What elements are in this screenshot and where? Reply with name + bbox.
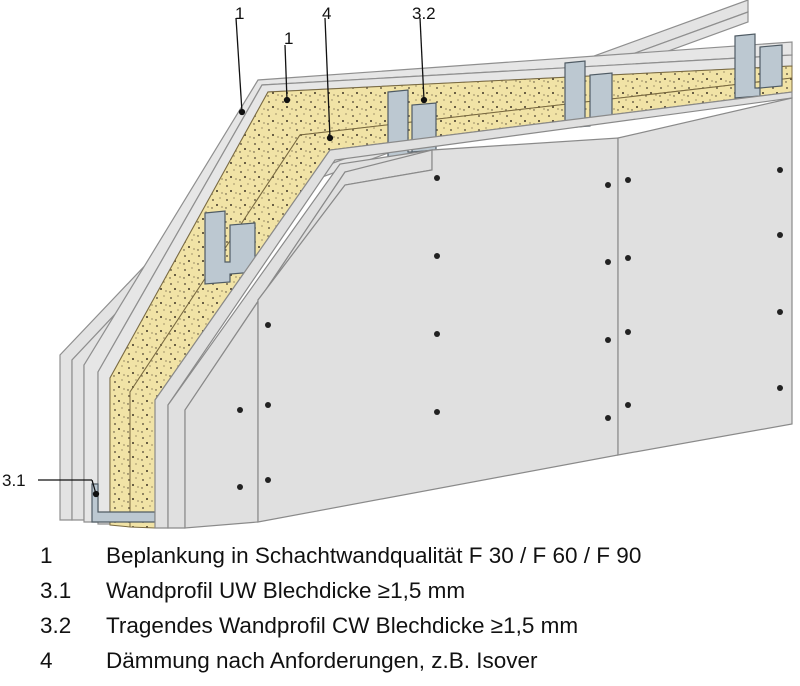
legend-key: 4 xyxy=(40,648,53,673)
legend-key: 3.2 xyxy=(40,613,72,638)
legend-key: 3.1 xyxy=(40,578,72,603)
legend-item-3-1: 3.1 Wandprofil UW Blechdicke ≥1,5 mm xyxy=(40,578,800,613)
wall-diagram xyxy=(38,0,793,529)
callout-1-outer: 1 xyxy=(235,4,245,23)
legend-text: Dämmung nach Anforderungen, z.B. Isover xyxy=(106,648,538,673)
legend: 1 Beplankung in Schachtwandqualität F 30… xyxy=(40,543,800,683)
front-board-layer xyxy=(154,91,793,529)
callout-3-1: 3.1 xyxy=(2,471,26,490)
legend-item-3-2: 3.2 Tragendes Wandprofil CW Blechdicke ≥… xyxy=(40,613,800,648)
legend-text: Tragendes Wandprofil CW Blechdicke ≥1,5 … xyxy=(106,613,579,638)
front-panel-middle xyxy=(257,137,619,523)
legend-text: Beplankung in Schachtwandqualität F 30 /… xyxy=(106,543,642,568)
legend-item-4: 4 Dämmung nach Anforderungen, z.B. Isove… xyxy=(40,648,800,683)
legend-item-1: 1 Beplankung in Schachtwandqualität F 30… xyxy=(40,543,800,578)
callout-4: 4 xyxy=(322,4,332,23)
legend-text: Wandprofil UW Blechdicke ≥1,5 mm xyxy=(106,578,466,603)
callout-1-inner: 1 xyxy=(284,29,294,48)
front-panel-right xyxy=(617,97,793,456)
callout-3-2: 3.2 xyxy=(412,4,436,23)
leader-lines xyxy=(38,17,428,498)
cw-profile-diagonal xyxy=(204,210,256,285)
legend-key: 1 xyxy=(40,543,53,568)
fastener-dots xyxy=(237,167,783,490)
